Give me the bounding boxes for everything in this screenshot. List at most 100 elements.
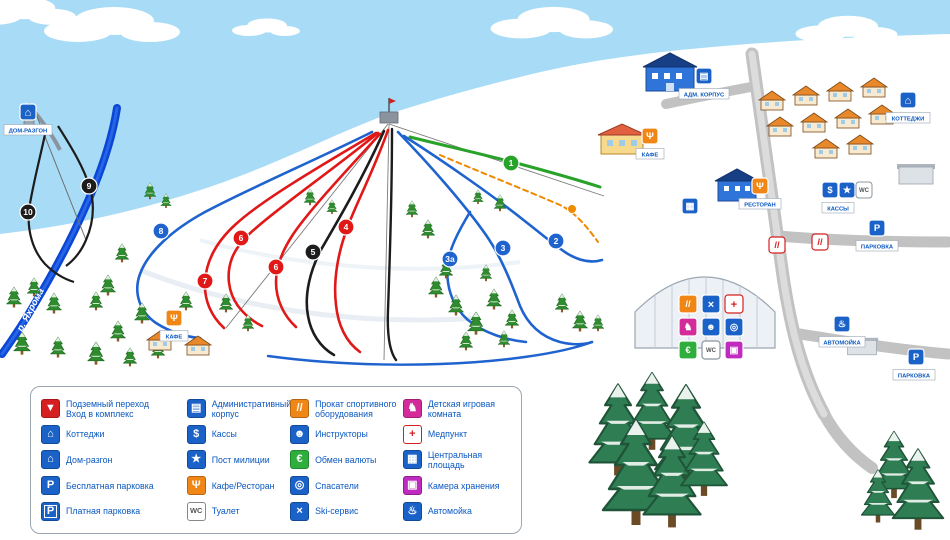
marker-label: ПАРКОВКА xyxy=(855,240,899,252)
legend-item-admin-building: ▤ Административный корпус xyxy=(186,396,291,422)
legend-item-currency-exchange: € Обмен валюты xyxy=(290,447,403,473)
legend-item-police-post: ★ Пост милиции xyxy=(186,447,290,473)
trail-2 xyxy=(402,134,604,263)
svg-text:9: 9 xyxy=(87,181,92,191)
legend-item-paid-parking: P Платная парковка xyxy=(41,498,187,524)
rental-icon: // xyxy=(290,399,310,419)
legend-label: Туалет xyxy=(211,506,240,517)
marker-restaurant[interactable]: Ψ xyxy=(751,177,769,195)
legend-item-ski-service: × Ski-сервис xyxy=(290,498,403,524)
tow-lift-line xyxy=(439,154,599,243)
car-wash-icon: ♨ xyxy=(402,501,422,521)
marker-cafe-slope[interactable]: Ψ xyxy=(165,309,183,327)
svg-text:КАФЕ: КАФЕ xyxy=(642,153,659,159)
legend-item-instructors: ☻ Инструкторы xyxy=(290,422,403,448)
marker-ski-school-1[interactable]: // xyxy=(768,236,786,254)
svg-text:6: 6 xyxy=(274,262,279,272)
marker-cottages[interactable]: ⌂ xyxy=(899,91,917,109)
currency-icon[interactable]: € xyxy=(678,340,698,360)
svg-text:РЕСТОРАН: РЕСТОРАН xyxy=(744,203,775,209)
marker-wc[interactable]: WC xyxy=(855,181,873,199)
legend-label: Автомойка xyxy=(427,506,472,517)
marker-label: КАССЫ xyxy=(821,202,855,214)
svg-text://: // xyxy=(685,299,691,310)
legend-item-cash-desk: $ Кассы xyxy=(186,422,290,448)
svg-text:▦: ▦ xyxy=(686,201,695,212)
rescue-icon[interactable]: ◎ xyxy=(724,317,744,337)
service-panel: // × + ♞ ☻ ◎ € WC ▣ xyxy=(678,294,744,360)
legend-label: Бесплатная парковка xyxy=(66,480,154,491)
marker-parking-south[interactable]: P xyxy=(907,348,925,366)
svg-text://: // xyxy=(817,237,823,248)
trail-badge-7: 7 xyxy=(196,272,214,290)
marker-admin-building[interactable]: ▤ xyxy=(695,67,713,85)
legend-label: Медпункт xyxy=(427,429,468,440)
ski-service-icon[interactable]: × xyxy=(701,294,721,314)
svg-text:Ψ: Ψ xyxy=(756,181,764,192)
marker-police-post[interactable]: ★ xyxy=(838,181,856,199)
marker-label: КАФЕ xyxy=(635,148,665,160)
legend-item-cottages: ⌂ Коттеджи xyxy=(41,422,187,448)
legend-label: Инструкторы xyxy=(315,429,368,440)
instructors-icon[interactable]: ☻ xyxy=(701,317,721,337)
marker-cash-desk[interactable]: $ xyxy=(821,181,839,199)
legend-label: Коттеджи xyxy=(66,429,105,440)
kids-room-icon[interactable]: ♞ xyxy=(678,317,698,337)
marker-label: РЕСТОРАН xyxy=(738,198,782,210)
legend-column-2: ▤ Административный корпус $ Кассы ★ Пост… xyxy=(186,396,291,524)
legend-item-cafe-restaurant: Ψ Кафе/Ресторан xyxy=(186,473,290,499)
legend-column-1: ▼ Подземный переход Вход в комплекс ⌂ Ко… xyxy=(41,396,187,524)
tow-lift-marker xyxy=(567,204,577,214)
svg-text:ПАРКОВКА: ПАРКОВКА xyxy=(898,374,931,380)
trail-badges: 1 2 3 3а 4 5 6 6 7 8 xyxy=(19,154,565,290)
hotel-building xyxy=(642,52,698,92)
summit-station xyxy=(379,98,399,124)
wc-icon: WC xyxy=(186,501,206,521)
ski-service-icon: × xyxy=(290,501,310,521)
cafe-icon: Ψ xyxy=(186,476,206,496)
river xyxy=(0,104,121,358)
wc-icon[interactable]: WC xyxy=(701,340,721,360)
marker-car-wash[interactable]: ♨ xyxy=(833,315,851,333)
trail-6a xyxy=(227,131,380,328)
legend-label: Кассы xyxy=(211,429,237,440)
trail-7 xyxy=(203,131,378,330)
storage-icon[interactable]: ▣ xyxy=(724,340,744,360)
svg-text:♞: ♞ xyxy=(684,322,693,333)
rental-icon[interactable]: // xyxy=(678,294,698,314)
legend-label: Детская игровая комната xyxy=(427,398,496,419)
svg-text:3а: 3а xyxy=(445,254,455,264)
marker-start-house[interactable]: ⌂ xyxy=(19,103,37,121)
trails xyxy=(135,127,604,366)
svg-text:3: 3 xyxy=(501,243,506,253)
first-aid-icon[interactable]: + xyxy=(724,294,744,314)
hill-contour xyxy=(139,267,481,323)
svg-text:P: P xyxy=(874,223,881,234)
marker-label: АВТОМОЙКА xyxy=(818,336,866,348)
legend-label: Кафе/Ресторан xyxy=(211,480,275,491)
legend-panel: ▼ Подземный переход Вход в комплекс ⌂ Ко… xyxy=(30,386,522,534)
marker-label: АДМ. КОРПУС xyxy=(678,88,730,100)
trail-badge-3: 3 xyxy=(494,239,512,257)
svg-text:АДМ. КОРПУС: АДМ. КОРПУС xyxy=(684,93,725,99)
svg-text:Ψ: Ψ xyxy=(646,131,654,142)
trail-3 xyxy=(396,130,594,346)
legend-item-start-house: ⌂ Дом-разгон xyxy=(41,447,187,473)
legend-item-kids-room: ♞ Детская игровая комната xyxy=(402,396,511,422)
marker-parking-mid[interactable]: P xyxy=(868,219,886,237)
legend-label: Камера хранения xyxy=(427,480,500,491)
trail-9 xyxy=(57,125,94,267)
marker-ski-school-2[interactable]: // xyxy=(811,233,829,251)
trail-badge-8: 8 xyxy=(152,222,170,240)
svg-text:♨: ♨ xyxy=(838,319,847,330)
underground-pass-icon: ▼ xyxy=(41,399,60,419)
legend-item-sport-rental: // Прокат спортивного оборудования xyxy=(290,396,403,422)
marker-central-square[interactable]: ▦ xyxy=(681,197,699,215)
legend-label: Обмен валюты xyxy=(315,454,377,465)
legend-label: Прокат спортивного оборудования xyxy=(315,398,397,419)
summit-flag xyxy=(389,98,396,104)
trail-badge-4: 4 xyxy=(337,218,355,236)
gray-building xyxy=(897,164,935,185)
marker-cafe-top[interactable]: Ψ xyxy=(641,127,659,145)
